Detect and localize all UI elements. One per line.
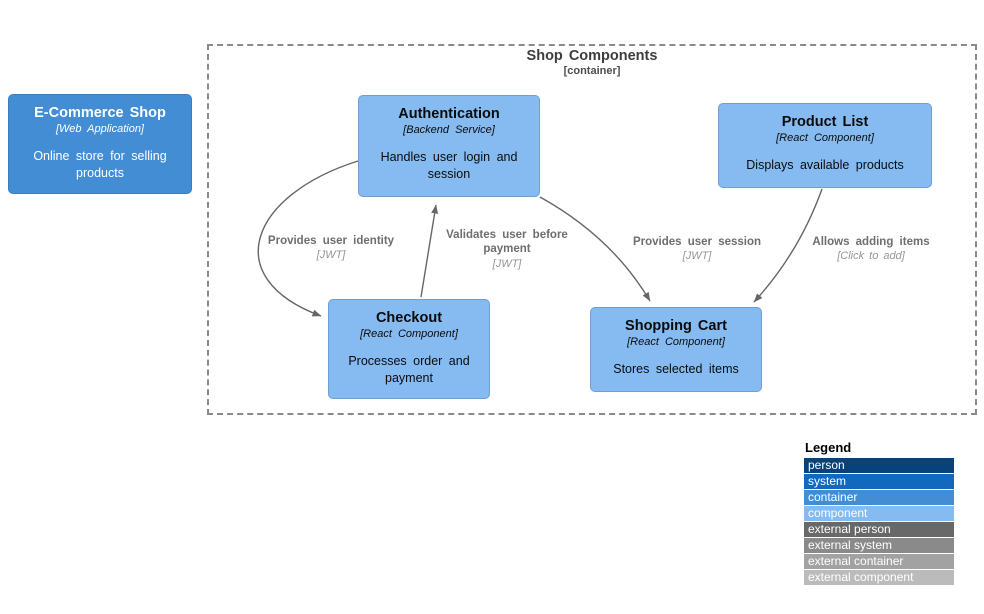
- edge-label-technology: [Click to add]: [837, 250, 905, 263]
- legend-item-external-component: external component: [804, 570, 954, 585]
- node-shopping-cart[interactable]: Shopping Cart [React Component] Stores s…: [590, 307, 762, 392]
- legend-item-system: system: [804, 474, 954, 489]
- edge-label-text: Validates user before payment: [446, 229, 568, 256]
- node-description: Online store for selling products: [33, 149, 167, 180]
- legend-item-external-person: external person: [804, 522, 954, 537]
- legend-item-external-container: external container: [804, 554, 954, 569]
- node-title: Authentication: [398, 106, 500, 122]
- edge-label-allows-adding-items: Allows adding items [Click to add]: [786, 235, 956, 262]
- node-description: Displays available products: [746, 158, 904, 173]
- node-subtitle: [Backend Service]: [403, 124, 495, 137]
- edge-label-provides-user-identity: Provides user identity [JWT]: [246, 234, 416, 261]
- boundary-subtitle: [container]: [563, 65, 621, 77]
- node-description: Stores selected items: [613, 362, 739, 377]
- node-subtitle: [React Component]: [627, 336, 725, 349]
- edge-label-text: Provides user identity: [267, 235, 395, 247]
- edge-label-technology: [JWT]: [316, 249, 346, 262]
- node-authentication[interactable]: Authentication [Backend Service] Handles…: [358, 95, 540, 197]
- node-subtitle: [React Component]: [360, 328, 458, 341]
- edge-label-validates-user: Validates user before payment [JWT]: [432, 228, 582, 270]
- node-product-list[interactable]: Product List [React Component] Displays …: [718, 103, 932, 188]
- legend-title: Legend: [805, 440, 852, 455]
- node-ecommerce-shop[interactable]: E-Commerce Shop [Web Application] Online…: [8, 94, 192, 194]
- legend-item-external-system: external system: [804, 538, 954, 553]
- node-title: Product List: [781, 114, 869, 130]
- node-subtitle: [Web Application]: [56, 123, 144, 136]
- node-title: E-Commerce Shop: [34, 105, 166, 121]
- legend: Legend person system container component…: [804, 440, 964, 586]
- node-checkout[interactable]: Checkout [React Component] Processes ord…: [328, 299, 490, 399]
- edge-label-text: Allows adding items: [812, 236, 930, 248]
- edge-label-text: Provides user session: [632, 236, 762, 248]
- edge-label-provides-user-session: Provides user session [JWT]: [612, 235, 782, 262]
- node-title: Checkout: [375, 310, 443, 326]
- boundary-title: Shop Components: [526, 48, 658, 64]
- container-boundary: [207, 44, 977, 415]
- node-description: Processes order and payment: [348, 354, 470, 385]
- legend-item-container: container: [804, 490, 954, 505]
- node-description: Handles user login and session: [380, 150, 518, 181]
- node-subtitle: [React Component]: [776, 132, 874, 145]
- legend-item-component: component: [804, 506, 954, 521]
- edge-label-technology: [JWT]: [492, 257, 522, 270]
- node-title: Shopping Cart: [625, 318, 727, 334]
- edge-label-technology: [JWT]: [682, 250, 712, 263]
- legend-item-person: person: [804, 458, 954, 473]
